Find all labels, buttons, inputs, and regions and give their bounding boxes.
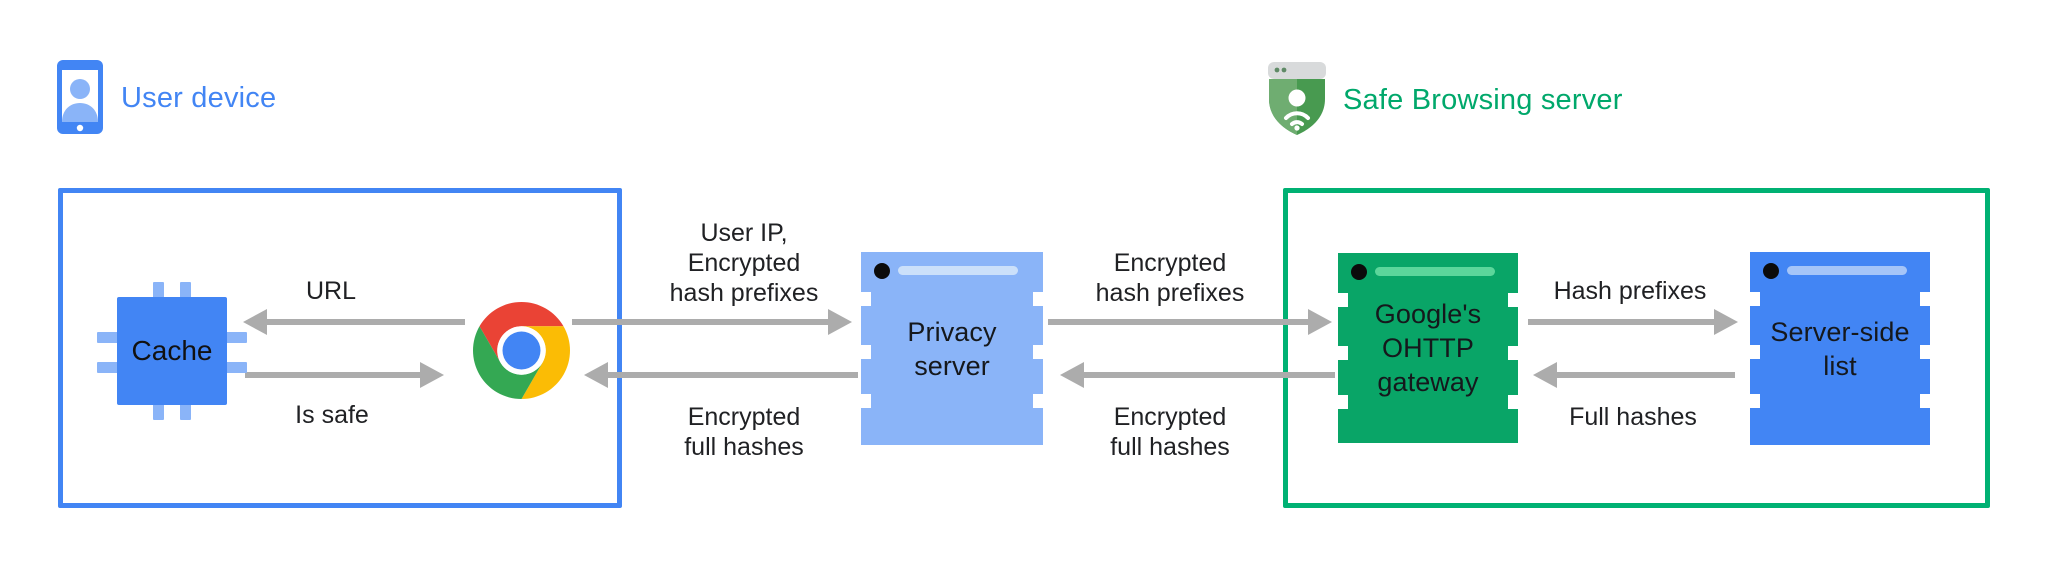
arrow-hash-prefixes-line	[1528, 319, 1714, 325]
server-bar-icon	[1375, 267, 1495, 276]
chip-icon: Cache	[117, 297, 227, 405]
chrome-icon	[473, 302, 570, 404]
edge-label-full-hashes: Full hashes	[1569, 403, 1697, 431]
server-dot-icon	[874, 263, 890, 279]
server-bar-icon	[1787, 266, 1907, 275]
edge-label-url: URL	[305, 277, 356, 305]
user-device-heading: User device	[121, 82, 277, 114]
server-dot-icon	[1763, 263, 1779, 279]
arrow-hash-prefixes-head	[1714, 309, 1738, 335]
arrow-url-line	[267, 319, 465, 325]
chip-pin	[97, 332, 123, 343]
arrow-enc-full-hashes-privacy-line	[1084, 372, 1335, 378]
safe-browsing-heading: Safe Browsing server	[1343, 84, 1623, 116]
arrow-full-hashes-head	[1533, 362, 1557, 388]
shield-browser-icon	[1267, 58, 1327, 147]
arrow-enc-full-hashes-privacy-head	[1060, 362, 1084, 388]
arrow-user-ip-line	[572, 319, 828, 325]
arrow-url-head	[243, 309, 267, 335]
edge-label-enc-full-hashes-privacy: Encrypted full hashes	[1110, 403, 1230, 461]
privacy-server-label: Privacy server	[907, 316, 997, 381]
arrow-enc-hash-prefixes-line	[1048, 319, 1308, 325]
server-side-list-node: Server-side list	[1750, 252, 1930, 445]
chip-pin	[180, 398, 191, 420]
server-notch	[1508, 293, 1518, 307]
chip-pin	[180, 282, 191, 304]
server-notch	[1750, 394, 1760, 408]
server-notch	[1338, 293, 1348, 307]
chip-pin	[221, 362, 247, 373]
server-notch	[861, 292, 871, 306]
server-notch	[1033, 345, 1043, 359]
server-notch	[1920, 345, 1930, 359]
arrow-full-hashes-line	[1557, 372, 1735, 378]
cache-label: Cache	[131, 335, 213, 366]
server-notch	[1338, 346, 1348, 360]
server-notch	[1920, 292, 1930, 306]
server-dot-icon	[1351, 264, 1367, 280]
edge-label-user-ip-enc-hash-prefixes: User IP, Encrypted hash prefixes	[669, 219, 819, 307]
arrow-enc-hash-prefixes-head	[1308, 309, 1332, 335]
server-notch	[1033, 394, 1043, 408]
arrow-enc-full-hashes-device-head	[584, 362, 608, 388]
arrow-user-ip-head	[828, 309, 852, 335]
ohttp-gateway-label: Google's OHTTP gateway	[1374, 299, 1482, 397]
server-side-list-label: Server-side list	[1770, 316, 1910, 381]
server-notch	[1508, 346, 1518, 360]
ohttp-gateway-node: Google's OHTTP gateway	[1338, 253, 1518, 443]
chip-pin	[153, 282, 164, 304]
arrow-is-safe-line	[245, 372, 420, 378]
cache-node: Cache	[97, 282, 247, 420]
smartphone-user-icon	[57, 60, 103, 139]
arrow-enc-full-hashes-device-line	[608, 372, 858, 378]
server-notch	[861, 345, 871, 359]
server-bar-icon	[898, 266, 1018, 275]
server-notch	[1750, 292, 1760, 306]
edge-label-enc-full-hashes-device: Encrypted full hashes	[684, 403, 804, 461]
server-notch	[1338, 395, 1348, 409]
edge-label-hash-prefixes: Hash prefixes	[1553, 277, 1707, 305]
server-notch	[861, 394, 871, 408]
arrow-is-safe-head	[420, 362, 444, 388]
server-notch	[1920, 394, 1930, 408]
server-notch	[1033, 292, 1043, 306]
chip-pin	[153, 398, 164, 420]
chip-pin	[221, 332, 247, 343]
server-notch	[1508, 395, 1518, 409]
chip-pin	[97, 362, 123, 373]
server-notch	[1750, 345, 1760, 359]
edge-label-enc-hash-prefixes: Encrypted hash prefixes	[1095, 249, 1245, 307]
privacy-server-node: Privacy server	[861, 252, 1043, 445]
edge-label-is-safe: Is safe	[295, 401, 369, 429]
